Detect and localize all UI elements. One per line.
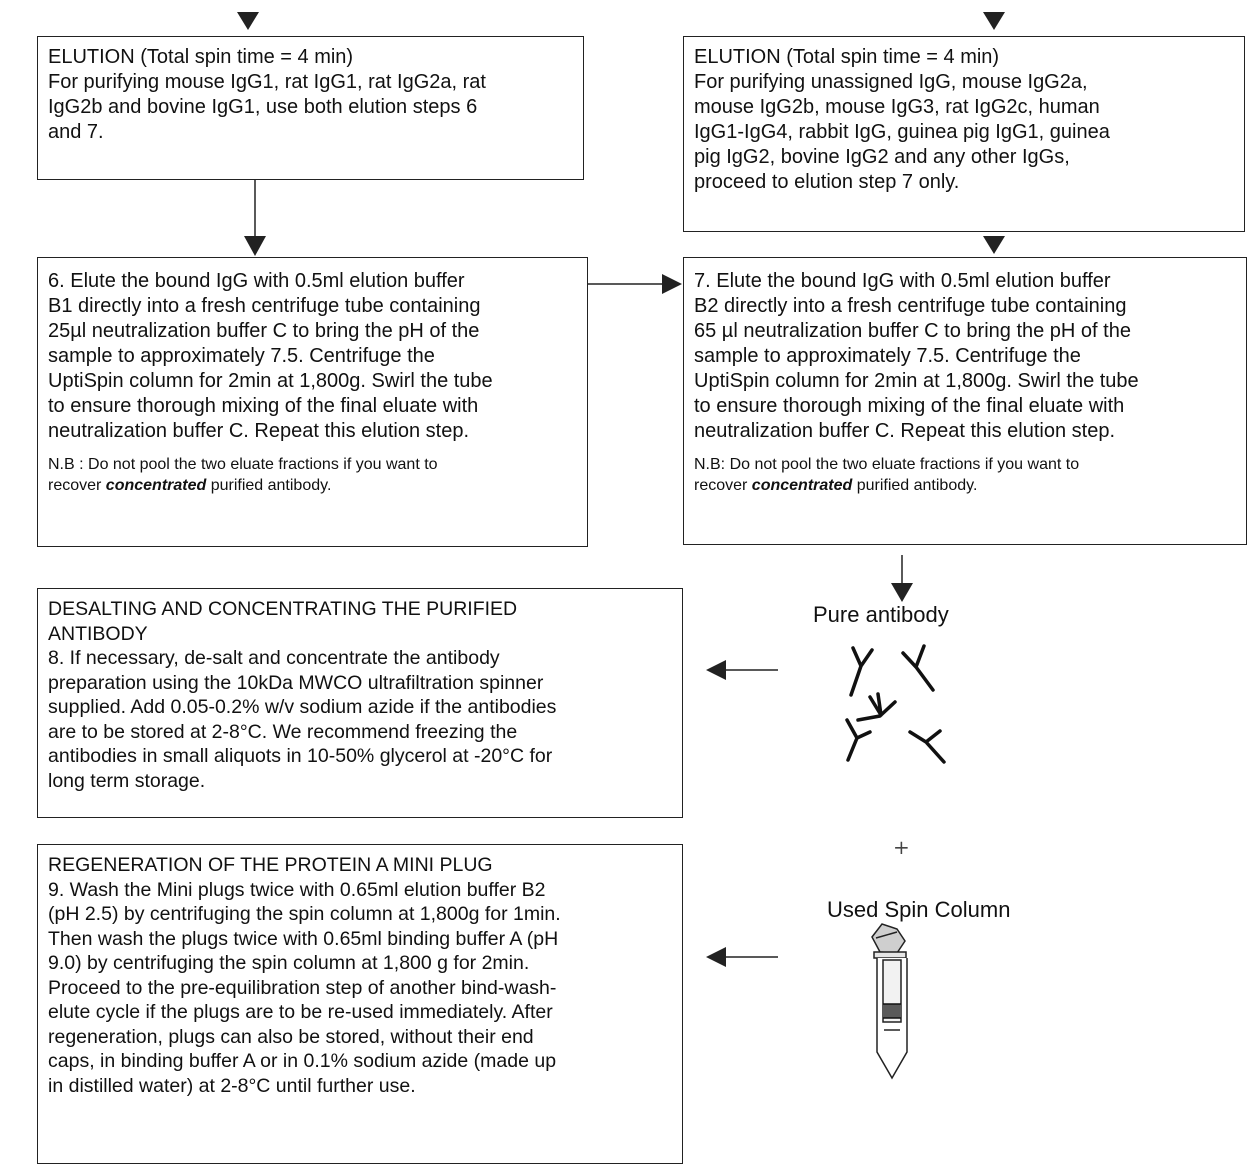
arrow-to-step8-head — [706, 660, 726, 680]
step6-line: sample to approximately 7.5. Centrifuge … — [48, 345, 435, 367]
step9-line: Then wash the plugs twice with 0.65ml bi… — [48, 927, 559, 950]
step8-line: supplied. Add 0.05-0.2% w/v sodium azide… — [48, 696, 557, 718]
elution-right-line: For purifying unassigned IgG, mouse IgG2… — [694, 71, 1088, 93]
plus-sign: + — [893, 835, 910, 859]
step6-line: neutralization buffer C. Repeat this elu… — [48, 420, 469, 442]
step7-line: sample to approximately 7.5. Centrifuge … — [694, 345, 1081, 367]
step9-heading: REGENERATION OF THE PROTEIN A MINI PLUG — [48, 854, 493, 876]
elution-right-box: ELUTION (Total spin time = 4 min) For pu… — [683, 36, 1245, 232]
arrow-to-step9-head — [706, 947, 726, 967]
elution-left-line: IgG2b and bovine IgG1, use both elution … — [48, 96, 478, 118]
elution-right-line: proceed to elution step 7 only. — [694, 171, 960, 193]
elution-left-line: ELUTION (Total spin time = 4 min) — [48, 46, 354, 68]
step9-line: regeneration, plugs can also be stored, … — [48, 1025, 534, 1048]
step9-box: REGENERATION OF THE PROTEIN A MINI PLUG … — [37, 844, 683, 1164]
step6-box: 6. Elute the bound IgG with 0.5ml elutio… — [37, 257, 588, 547]
step6-line: to ensure thorough mixing of the final e… — [48, 395, 479, 417]
step8-heading: DESALTING AND CONCENTRATING THE PURIFIED — [48, 598, 518, 620]
step7-note: N.B: Do not pool the two eluate fraction… — [694, 454, 1236, 496]
step9-line: 9.0) by centrifuging the spin column at … — [48, 952, 530, 974]
arrow-6-to-7-head — [662, 274, 682, 294]
step8-box: DESALTING AND CONCENTRATING THE PURIFIED… — [37, 588, 683, 818]
step7-note-line: N.B: Do not pool the two eluate fraction… — [694, 456, 1080, 473]
step7-note-emphasis: concentrated — [751, 477, 853, 494]
arrow-top-left — [237, 12, 259, 30]
step7-line: 7. Elute the bound IgG with 0.5ml elutio… — [694, 270, 1111, 292]
elution-right-line: mouse IgG2b, mouse IgG3, rat IgG2c, huma… — [694, 96, 1100, 118]
step6-note-line: N.B : Do not pool the two eluate fractio… — [48, 456, 438, 473]
step9-line: Proceed to the pre-equilibration step of… — [48, 976, 557, 999]
step9-line: caps, in binding buffer A or in 0.1% sod… — [48, 1050, 557, 1072]
step6-note: N.B : Do not pool the two eluate fractio… — [48, 454, 577, 496]
step6-note-emphasis: concentrated — [105, 477, 207, 494]
arrow-top-right — [983, 12, 1005, 30]
pure-antibody-label: Pure antibody — [813, 602, 949, 627]
step9-line: elute cycle if the plugs are to be re-us… — [48, 1001, 553, 1023]
step6-line: B1 directly into a fresh centrifuge tube… — [48, 295, 481, 317]
step6-note-post: purified antibody. — [206, 477, 332, 494]
elution-left-box: ELUTION (Total spin time = 4 min) For pu… — [37, 36, 584, 180]
elution-right-line: pig IgG2, bovine IgG2 and any other IgGs… — [694, 146, 1070, 168]
step8-line: antibodies in small aliquots in 10-50% g… — [48, 745, 553, 767]
step7-line: 65 µl neutralization buffer C to bring t… — [694, 320, 1131, 342]
step8-heading: ANTIBODY — [48, 622, 148, 645]
arrow-7-to-antibody-head — [891, 583, 913, 602]
step7-note-post: purified antibody. — [852, 477, 978, 494]
step7-line: to ensure thorough mixing of the final e… — [694, 395, 1125, 417]
step7-line: B2 directly into a fresh centrifuge tube… — [694, 295, 1127, 317]
elution-right-line: IgG1-IgG4, rabbit IgG, guinea pig IgG1, … — [694, 121, 1110, 143]
arrow-right-down-head — [983, 236, 1005, 254]
step9-line: in distilled water) at 2-8°C until furth… — [48, 1074, 416, 1097]
step9-line: (pH 2.5) by centrifuging the spin column… — [48, 903, 561, 925]
used-spin-column-label: Used Spin Column — [827, 897, 1011, 922]
step8-line: are to be stored at 2-8°C. We recommend … — [48, 720, 518, 743]
step7-box: 7. Elute the bound IgG with 0.5ml elutio… — [683, 257, 1247, 545]
step8-line: preparation using the 10kDa MWCO ultrafi… — [48, 671, 544, 694]
step8-line: long term storage. — [48, 769, 206, 792]
step7-line: UptiSpin column for 2min at 1,800g. Swir… — [694, 370, 1139, 392]
step6-line: UptiSpin column for 2min at 1,800g. Swir… — [48, 370, 493, 392]
step8-line: 8. If necessary, de-salt and concentrate… — [48, 647, 500, 669]
step7-line: neutralization buffer C. Repeat this elu… — [694, 420, 1115, 442]
elution-left-line: For purifying mouse IgG1, rat IgG1, rat … — [48, 71, 486, 93]
step6-note-pre: recover — [48, 477, 106, 494]
arrow-left-down-head — [244, 236, 266, 256]
step6-line: 6. Elute the bound IgG with 0.5ml elutio… — [48, 270, 465, 292]
step6-line: 25µl neutralization buffer C to bring th… — [48, 320, 480, 342]
elution-right-line: ELUTION (Total spin time = 4 min) — [694, 46, 1000, 68]
step9-line: 9. Wash the Mini plugs twice with 0.65ml… — [48, 878, 546, 901]
step6-note-line2: recover concentrated purified antibody. — [48, 475, 577, 496]
step7-note-line2: recover concentrated purified antibody. — [694, 475, 1236, 496]
step7-note-pre: recover — [694, 477, 752, 494]
elution-left-line: and 7. — [48, 121, 104, 143]
